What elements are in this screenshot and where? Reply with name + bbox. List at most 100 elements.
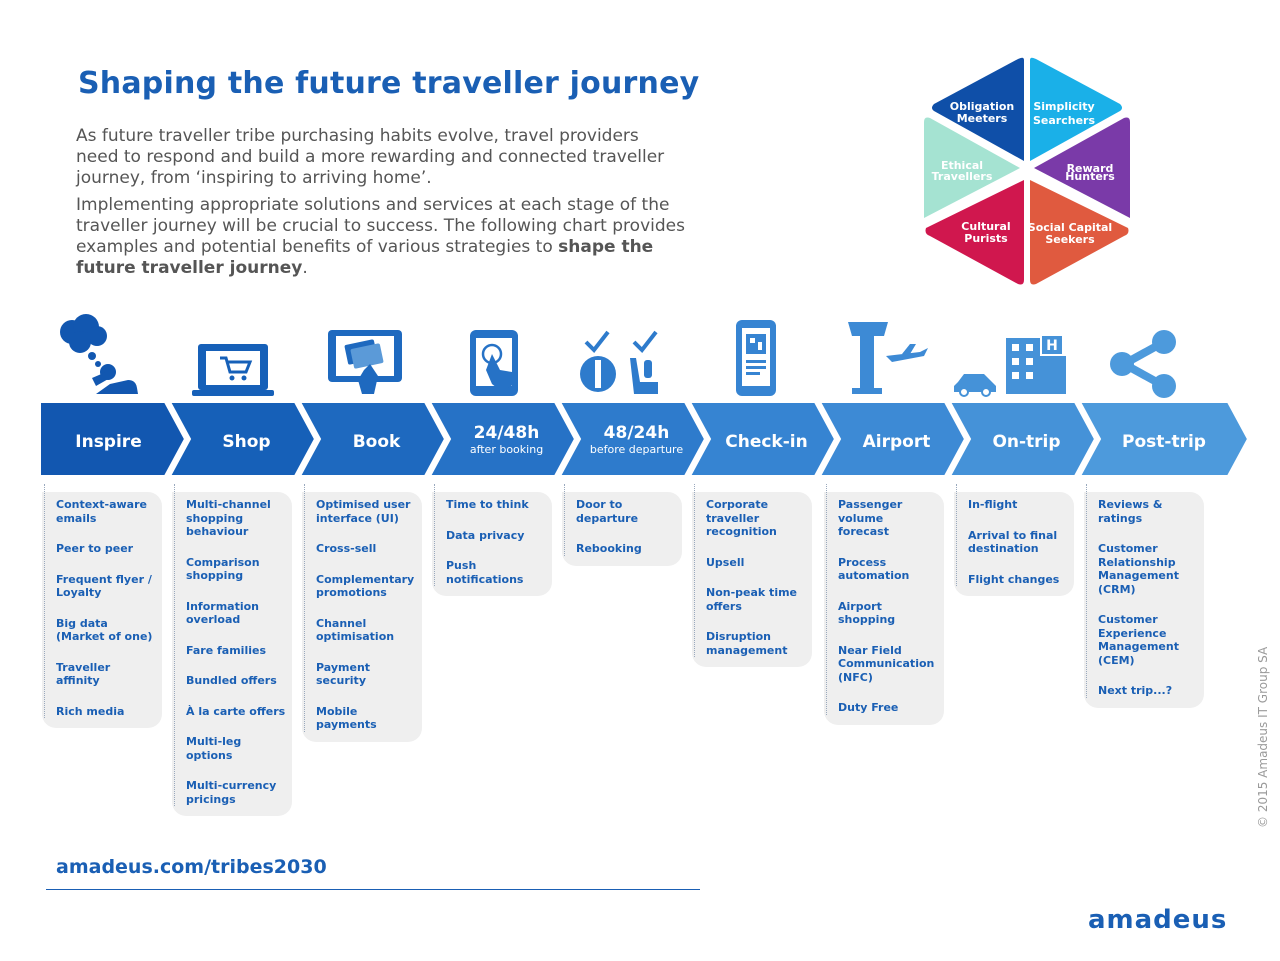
stage-card-item: Context-aware emails	[56, 498, 147, 525]
stage-card-item: Fare families	[186, 643, 266, 657]
stage-card-item: Process automation	[838, 555, 910, 583]
touch-tablet-icon	[470, 330, 518, 396]
stage-name: Shop	[222, 432, 270, 452]
tribe-reward-line1: Reward	[1067, 162, 1114, 175]
stage-arrow-5	[558, 401, 707, 477]
stage-icons-row: H	[40, 312, 1250, 402]
tribe-cultural-purists-segment	[925, 180, 1024, 285]
stage-card-item: Push notifications	[446, 559, 524, 586]
stage-card-item: Passenger volume forecast	[838, 498, 903, 538]
stage-card-item: Channel optimisation	[316, 616, 395, 644]
stage-card-item: Multi-currency pricings	[186, 779, 277, 806]
stage-card-item: Reviews & ratings	[1098, 498, 1163, 525]
page-title: Shaping the future traveller journey	[78, 66, 700, 101]
tribe-simplicity-line2: Searchers	[1033, 114, 1095, 127]
traveller-tribes-hexagon: Obligation Meeters Simplicity Searchers …	[918, 56, 1136, 288]
tribe-social-capital-seekers-segment	[1030, 180, 1129, 285]
stage-card-item: Upsell	[706, 555, 745, 569]
stage-arrow-7	[818, 401, 967, 477]
tribe-obligation-line1: Obligation	[950, 100, 1014, 113]
intro-paragraph-2-end: .	[302, 258, 308, 278]
stage-card-item: Arrival to final destination	[968, 528, 1058, 556]
tribe-ethical-travellers-segment	[924, 117, 1020, 218]
tribe-simplicity-searchers-segment	[1030, 57, 1122, 161]
stage-card-item: Near Field Communication (NFC)	[838, 643, 935, 684]
stage-card-item: Complementary promotions	[316, 572, 415, 600]
share-icon	[1110, 330, 1176, 398]
stage-card-item: Big data (Market of one)	[56, 616, 153, 644]
stage-card-item: In-flight	[968, 498, 1018, 511]
stage-arrow-8	[948, 401, 1097, 477]
tribes-link[interactable]: amadeus.com/tribes2030	[56, 856, 327, 878]
stage-arrow-1	[39, 401, 187, 477]
stage-card-item: Customer Experience Management (CEM)	[1098, 613, 1179, 667]
stage-name: Post-trip	[1122, 432, 1206, 452]
intro-paragraph-2-lead: Implementing appropriate solutions and s…	[76, 195, 685, 257]
stage-card-item: Flight changes	[968, 572, 1060, 586]
stage-arrow-9	[1078, 401, 1250, 477]
stage-card-item: Duty Free	[838, 701, 899, 714]
tribe-cultural-line2: Purists	[964, 232, 1008, 245]
stage-name: Inspire	[75, 432, 141, 452]
stage-card-item: Multi-channel shopping behaviour	[186, 498, 271, 538]
thinking-person-icon	[60, 314, 138, 394]
tribe-ethical-line1: Ethical	[941, 159, 983, 172]
stage-card-item: Disruption management	[706, 630, 788, 657]
intro-paragraph-1: As future traveller tribe purchasing hab…	[76, 126, 665, 188]
stage-card-item: Peer to peer	[56, 542, 134, 555]
stage-card-item: Payment security	[316, 660, 371, 688]
stage-arrow-4	[428, 401, 577, 477]
stage-card-item: Mobile payments	[316, 704, 377, 732]
stage-name: Book	[353, 432, 401, 452]
stage-arrow-2	[168, 401, 317, 477]
tribe-obligation-meeters-segment	[932, 57, 1024, 161]
stage-card-item: Rich media	[56, 704, 125, 718]
stage-card-item: Corporate traveller recognition	[706, 498, 777, 538]
stage-card-item: Frequent flyer / Loyalty	[56, 572, 152, 600]
car-hotel-icon: H	[954, 336, 1066, 397]
stage-card-item: Door to departure	[576, 498, 639, 525]
stage-card-item: Time to think	[446, 498, 529, 511]
tribe-social-line2: Seekers	[1045, 233, 1095, 246]
svg-text:H: H	[1046, 338, 1058, 354]
stage-subtitle: after booking	[470, 443, 543, 456]
tribe-simplicity-line1: Simplicity	[1033, 100, 1094, 113]
intro-paragraph-2: Implementing appropriate solutions and s…	[76, 195, 686, 279]
stage-card-item: Next trip...?	[1098, 684, 1173, 697]
stage-arrow-3	[298, 401, 447, 477]
stage-card-item: Optimised user interface (UI)	[316, 498, 411, 525]
stage-name: Airport	[863, 432, 931, 452]
stage-arrow-6	[688, 401, 837, 477]
tribe-cultural-line1: Cultural	[961, 220, 1010, 233]
tribe-reward-hunters-segment	[1034, 117, 1130, 218]
stage-card-item: Customer Relationship Management (CRM)	[1098, 542, 1179, 596]
tribe-social-line1: Social Capital	[1028, 221, 1112, 234]
tribe-ethical-line2: Travellers	[932, 170, 993, 183]
stage-name: On-trip	[992, 432, 1060, 452]
tribes-hexagon-graphic: Obligation Meeters Simplicity Searchers …	[924, 57, 1130, 285]
stage-card-item: Bundled offers	[186, 674, 277, 687]
stage-card-item: Traveller affinity	[56, 660, 111, 688]
stage-subtitle: before departure	[590, 443, 683, 456]
stage-icons: H	[60, 314, 1176, 398]
tablet-card-icon	[328, 330, 402, 394]
stage-name: Check-in	[725, 432, 807, 452]
check-meal-seat-icon	[580, 330, 658, 394]
